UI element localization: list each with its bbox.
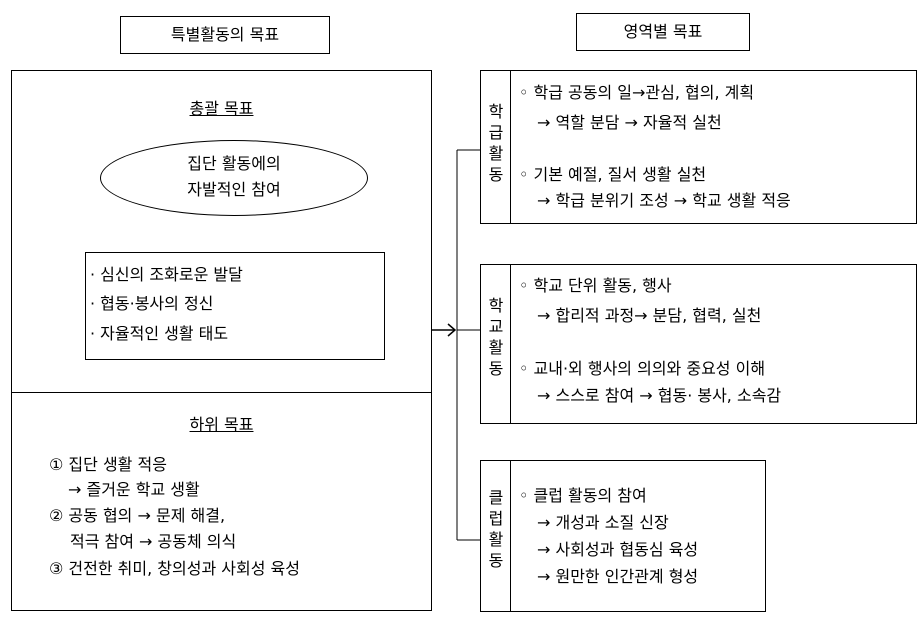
sub-goal-line-1: ① 집단 생활 적응 [49,455,167,474]
sub-goal-line-4: 적극 참여 → 공동체 의식 [70,532,237,551]
area-class-line-1: ◦ 학급 공동의 일→관심, 협의, 계획 [519,83,755,102]
bullet-2: · 협동·봉사의 정신 [90,294,214,313]
area-class-line-2: → 역할 분담 → 자율적 실천 [537,113,722,132]
right-header-title: 영역별 목표 [623,22,703,41]
ellipse-line-1: 집단 활동에의 [187,154,281,173]
area-school-line-1: ◦ 학교 단위 활동, 행사 [519,276,672,295]
left-header-box: 특별활동의 목표 [120,16,330,54]
right-header-box: 영역별 목표 [576,13,750,51]
sub-goal-line-2: → 즐거운 학교 생활 [68,480,200,499]
area-school-line-4: → 스스로 참여 → 협동· 봉사, 소속감 [537,386,782,405]
left-header-title: 특별활동의 목표 [170,25,280,44]
area-class-line-3: ◦ 기본 예절, 질서 생활 실천 [519,165,707,184]
area-club-line-4: → 원만한 인간관계 형성 [537,567,699,586]
ellipse-line-2: 자발적인 참여 [187,180,281,199]
area-school-line-2: → 합리적 과정→ 분담, 협력, 실천 [537,306,762,325]
sub-goal-line-3: ② 공동 협의 → 문제 해결, [49,506,226,525]
area-club-line-2: → 개성과 소질 신장 [537,513,669,532]
bullet-3: · 자율적인 생활 태도 [90,324,229,343]
area-school-line-3: ◦ 교내·외 행사의 의의와 중요성 이해 [519,359,766,378]
area-club-line-1: ◦ 클럽 활동의 참여 [519,486,647,505]
area-class-line-4: → 학급 분위기 조성 → 학교 생활 적응 [537,191,791,210]
overall-goal-title: 총괄 목표 [189,99,254,118]
overall-goal-ellipse: 집단 활동에의 자발적인 참여 [100,140,368,216]
area-club-line-3: → 사회성과 협동심 육성 [537,540,699,559]
area-label-divider [510,461,511,611]
sub-goal-line-5: ③ 건전한 취미, 창의성과 사회성 육성 [49,559,300,578]
area-label-divider [510,265,511,423]
area-label-divider [510,71,511,223]
overall-bullets-box: · 심신의 조화로운 발달 · 협동·봉사의 정신 · 자율적인 생활 태도 [85,252,385,360]
panel-divider [12,392,431,393]
bullet-1: · 심신의 조화로운 발달 [90,265,243,284]
sub-goal-title: 하위 목표 [189,415,254,434]
